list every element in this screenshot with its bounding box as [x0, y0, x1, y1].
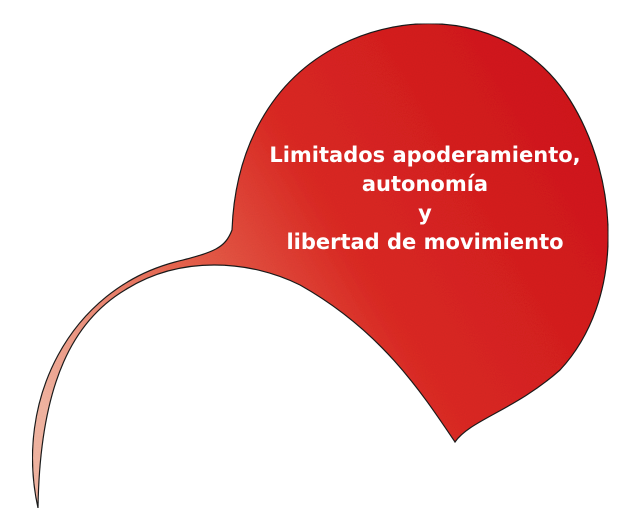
- label-line-4: libertad de movimiento: [286, 230, 563, 254]
- balloon-fill: [31, 23, 609, 509]
- label-line-2: autonomía: [362, 172, 488, 196]
- balloon-shape: [31, 23, 609, 509]
- balloon-label: Limitados apoderamiento, autonomía y lib…: [269, 143, 580, 254]
- label-line-3: y: [418, 201, 432, 225]
- label-line-1: Limitados apoderamiento,: [269, 143, 580, 167]
